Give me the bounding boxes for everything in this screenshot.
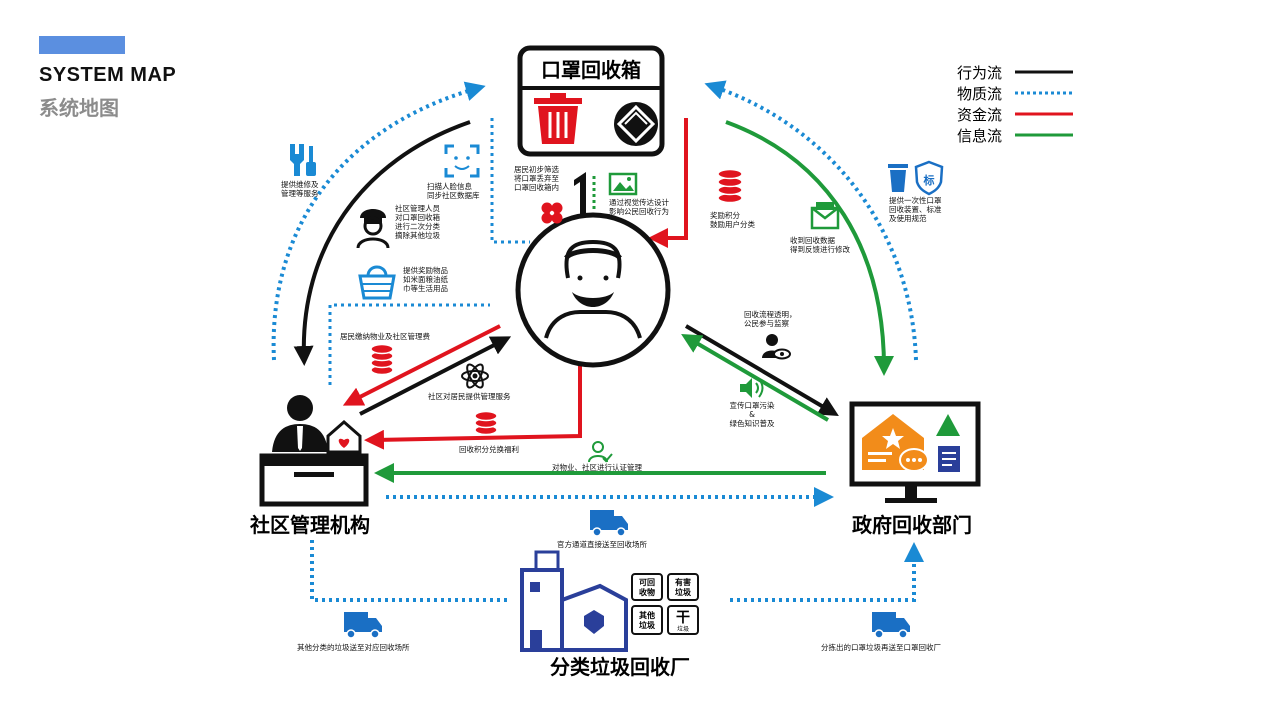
bin-category-hazardous: 有害垃圾 xyxy=(667,573,699,601)
bin-category-dry: 干 垃圾 xyxy=(667,605,699,635)
factory-icon xyxy=(520,550,628,652)
note-points-exchange: 回收积分兑换福利 xyxy=(459,444,519,454)
flows xyxy=(271,80,924,602)
trash-icon xyxy=(534,93,582,144)
resident-circle xyxy=(515,212,671,368)
note-points-reward: 奖励积分鼓励用户分类 xyxy=(710,210,755,229)
note-mask-to-plant: 分拣出的口罩垃圾再送至口罩回收厂 xyxy=(821,642,941,652)
note-publicity: 宣传口罩污染&绿色知识普及 xyxy=(730,400,775,428)
note-certification: 对物业、社区进行认证管理 xyxy=(552,462,642,472)
flow-bin-to-resident-material xyxy=(490,118,530,244)
note-transparency: 回收流程透明，公民参与监察 xyxy=(744,309,797,328)
legend: 行为流 物质流 资金流 信息流 xyxy=(957,64,1073,145)
document-icon xyxy=(938,446,960,472)
desk-icon xyxy=(259,453,369,507)
flower-icon xyxy=(541,202,563,224)
legend-label-info: 信息流 xyxy=(957,127,1002,145)
bin-category-hazardous-text: 有害垃圾 xyxy=(675,577,691,597)
flow-gov-to-resident-info xyxy=(681,333,830,422)
shield-standard-text: 标 xyxy=(923,173,935,187)
bin-category-dry-subtext: 垃圾 xyxy=(677,625,689,633)
note-disposable: 提供一次性口罩回收装置、标准及使用规范 xyxy=(889,195,942,223)
flow-services-behavior xyxy=(359,336,512,416)
flow-community-to-plant-material xyxy=(310,540,510,602)
bin-category-other: 其他垃圾 xyxy=(631,605,663,635)
plant-label: 分类垃圾回收厂 xyxy=(550,655,690,679)
map-title: SYSTEM MAP xyxy=(39,64,177,86)
note-other-waste: 其他分类的垃圾送至对应回收场所 xyxy=(297,642,410,652)
community-label: 社区管理机构 xyxy=(249,513,370,537)
user-eye-icon xyxy=(762,334,791,360)
annotations: 提供维修及管理等服务 扫描人脸信息同步社区数据库 社区管理人员对口罩回收箱进行二… xyxy=(281,164,942,652)
home-heart-icon xyxy=(326,420,362,454)
note-staff: 社区管理人员对口罩回收箱进行二次分类摘除其他垃圾 xyxy=(395,203,440,240)
shield-standard-icon: 标 xyxy=(914,160,944,196)
flow-resident-to-gov-behavior xyxy=(684,324,839,417)
truck-right-icon xyxy=(872,612,910,639)
flow-fees-funds xyxy=(342,324,501,406)
legend-label-material: 物质流 xyxy=(957,85,1002,103)
blue-bin-icon xyxy=(888,164,908,192)
building-star-icon xyxy=(862,414,929,472)
accent-bar xyxy=(39,36,125,54)
government-label: 政府回收部门 xyxy=(852,513,972,537)
note-face-scan: 扫描人脸信息同步社区数据库 xyxy=(427,181,480,200)
flow-gov-to-bin-material xyxy=(704,80,918,361)
face-scan-icon xyxy=(444,144,480,178)
bin-category-dry-text: 干 xyxy=(676,610,690,626)
drive-icon xyxy=(936,414,960,436)
user-check-icon xyxy=(588,441,613,463)
number-one-icon xyxy=(574,172,596,214)
coin-stack-fees-icon xyxy=(370,343,394,376)
wrench-icon xyxy=(290,144,316,176)
speaker-icon xyxy=(740,378,764,398)
flow-community-to-resident-material xyxy=(328,303,490,385)
flow-bin-to-gov-info xyxy=(725,120,894,376)
bin-category-recyclable-text: 可回收物 xyxy=(639,578,655,597)
community-node: 社区管理机构 xyxy=(249,395,370,537)
flow-bin-to-community-behavior xyxy=(293,120,471,366)
note-official-channel: 官方通道直接送至回收场所 xyxy=(557,539,647,549)
note-fees: 居民缴纳物业及社区管理费 xyxy=(340,331,430,341)
note-services: 社区对居民提供管理服务 xyxy=(428,391,511,401)
flow-points-exchange-funds xyxy=(364,362,582,450)
coin-stack-points-icon xyxy=(474,410,498,436)
legend-label-behavior: 行为流 xyxy=(957,64,1002,82)
map-subtitle: 系统地图 xyxy=(39,96,119,120)
image-icon xyxy=(608,172,638,196)
note-repair: 提供维修及管理等服务 xyxy=(281,179,319,198)
atom-service-icon xyxy=(461,363,489,389)
coin-stack-icon xyxy=(717,168,743,204)
truck-icon xyxy=(590,510,628,537)
mask-slot-icon xyxy=(614,102,658,146)
government-node: 政府回收部门 xyxy=(849,401,981,537)
staff-worker-icon xyxy=(356,209,390,249)
truck-left-icon xyxy=(344,612,382,639)
basket-icon xyxy=(358,265,396,300)
plant-node: 可回收物 有害垃圾 其他垃圾 干 垃圾 分类垃圾回收厂 xyxy=(520,550,699,679)
legend-label-funds: 资金流 xyxy=(957,106,1002,124)
note-resident-sort: 居民初步筛选将口罩丢弃至口罩回收箱内 xyxy=(514,164,559,192)
flow-bin-to-resident-funds xyxy=(648,118,688,248)
mask-bin-label: 口罩回收箱 xyxy=(541,58,641,82)
resident-node xyxy=(515,212,671,368)
mail-icon xyxy=(810,202,840,230)
manager-icon xyxy=(272,395,328,452)
note-rewards-goods: 提供奖励物品如米面粮油纸巾等生活用品 xyxy=(403,265,448,293)
bin-category-recyclable: 可回收物 xyxy=(631,573,663,601)
flow-plant-to-gov-material xyxy=(730,542,924,602)
resident-avatar-icon xyxy=(544,239,642,339)
bin-category-other-text: 其他垃圾 xyxy=(639,610,655,630)
note-feedback: 收到回收数据得到反馈进行修改 xyxy=(790,235,850,254)
note-visual-design: 通过视觉传达设计影响公民回收行为 xyxy=(609,197,669,216)
mask-bin-node: 口罩回收箱 xyxy=(517,45,665,157)
